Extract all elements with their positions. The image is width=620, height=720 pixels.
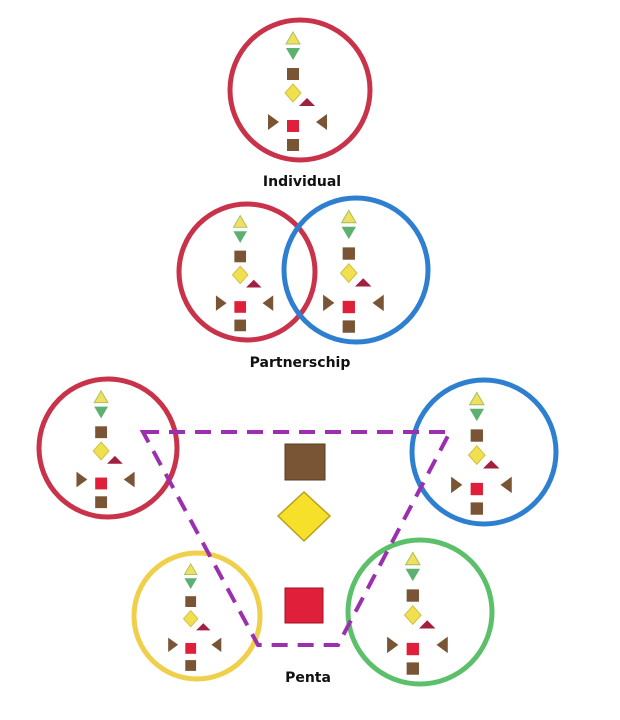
square-icon bbox=[342, 247, 355, 260]
person-symbol-stack bbox=[451, 391, 512, 515]
square-icon bbox=[185, 660, 197, 671]
person-symbol-stack bbox=[387, 551, 448, 675]
small-triangle-icon bbox=[354, 278, 372, 287]
triangle-left-icon bbox=[211, 637, 222, 652]
triangle-right-icon bbox=[387, 636, 399, 654]
square-icon bbox=[185, 596, 197, 607]
square-icon bbox=[234, 319, 247, 332]
triangle-up-icon bbox=[232, 214, 248, 228]
triangle-right-icon bbox=[76, 471, 88, 488]
penta-circle-red bbox=[36, 376, 180, 520]
triangle-up-icon bbox=[285, 31, 301, 45]
triangle-up-icon bbox=[183, 562, 198, 576]
triangle-down-icon bbox=[94, 406, 108, 419]
square-icon bbox=[406, 589, 419, 602]
square-icon bbox=[287, 139, 299, 151]
person-symbol-stack bbox=[268, 31, 327, 151]
person-symbol-stack bbox=[215, 214, 274, 332]
triangle-up-icon bbox=[468, 391, 485, 406]
triangle-left-icon bbox=[372, 294, 384, 312]
square-icon bbox=[470, 429, 483, 442]
square-icon bbox=[95, 426, 108, 439]
triangle-up-icon bbox=[93, 389, 109, 404]
triangle-right-icon bbox=[215, 295, 227, 311]
small-triangle-icon bbox=[418, 620, 436, 629]
diamond-icon bbox=[92, 441, 110, 461]
penta-circle-yellow bbox=[131, 550, 263, 682]
penta-circle-green bbox=[345, 537, 495, 687]
label-partnership: Partnerschip bbox=[250, 355, 351, 371]
triangle-up-icon bbox=[404, 551, 421, 566]
square-icon bbox=[470, 482, 483, 496]
triangle-down-icon bbox=[184, 578, 197, 589]
diamond-icon bbox=[403, 605, 422, 626]
triangle-down-icon bbox=[341, 226, 356, 240]
penta-red-square bbox=[284, 587, 324, 624]
triangle-left-icon bbox=[436, 636, 448, 654]
square-icon bbox=[406, 662, 419, 675]
triangle-up-icon bbox=[340, 209, 357, 224]
small-triangle-icon bbox=[196, 623, 211, 631]
triangle-down-icon bbox=[469, 408, 484, 422]
partnership-circle-blue bbox=[281, 195, 431, 345]
triangle-right-icon bbox=[323, 294, 335, 312]
diamond-icon bbox=[231, 265, 249, 285]
square-icon bbox=[287, 68, 299, 80]
penta-circle-blue bbox=[409, 377, 559, 527]
label-penta: Penta bbox=[285, 670, 331, 686]
triangle-left-icon bbox=[500, 476, 512, 494]
triangle-down-icon bbox=[233, 231, 247, 243]
triangle-left-icon bbox=[262, 295, 274, 311]
triangle-down-icon bbox=[405, 568, 420, 582]
square-icon bbox=[185, 643, 197, 654]
small-triangle-icon bbox=[107, 455, 123, 464]
triangle-right-icon bbox=[451, 476, 463, 494]
triangle-right-icon bbox=[168, 637, 179, 652]
square-icon bbox=[342, 320, 355, 333]
square-icon bbox=[287, 120, 299, 132]
square-icon bbox=[234, 301, 247, 313]
square-icon bbox=[406, 642, 419, 656]
person-symbol-stack bbox=[323, 209, 384, 333]
label-individual: Individual bbox=[263, 174, 341, 190]
person-symbol-stack bbox=[76, 389, 135, 509]
small-triangle-icon bbox=[482, 460, 500, 469]
penta-dashed-outline bbox=[139, 430, 454, 647]
penta-yellow-diamond bbox=[276, 490, 332, 543]
triangle-left-icon bbox=[316, 114, 327, 130]
square-icon bbox=[234, 250, 247, 263]
individual-circle-red bbox=[227, 17, 373, 163]
small-triangle-icon bbox=[246, 279, 262, 288]
square-icon bbox=[95, 496, 108, 509]
square-icon bbox=[470, 502, 483, 515]
diamond-icon bbox=[182, 609, 199, 628]
square-icon bbox=[95, 477, 108, 490]
person-symbol-stack bbox=[168, 562, 222, 671]
small-triangle-icon bbox=[299, 98, 315, 106]
triangle-right-icon bbox=[268, 114, 279, 130]
diamond-icon bbox=[284, 83, 302, 103]
penta-brown-square bbox=[284, 443, 326, 481]
diamond-icon bbox=[467, 445, 486, 466]
square-icon bbox=[342, 300, 355, 314]
diamond-icon bbox=[339, 263, 358, 284]
triangle-down-icon bbox=[286, 48, 300, 60]
partnership-circle-red bbox=[176, 201, 318, 343]
triangle-left-icon bbox=[123, 471, 135, 488]
